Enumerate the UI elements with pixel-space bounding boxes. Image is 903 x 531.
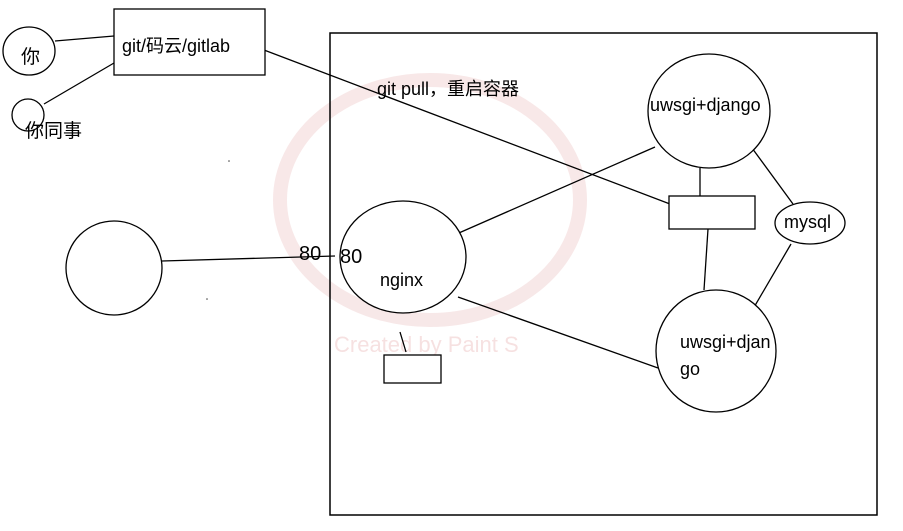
line-mysql-django-bottom [752,243,792,310]
line-box-django-bottom [703,228,709,291]
line-django-top-mysql [751,147,794,205]
container-box [668,195,756,230]
django-bottom-label-2: go [680,359,700,379]
watermark: Created by Paint S [273,73,587,357]
deploy-note: git pull，重启容器 [377,79,519,99]
repo-node [113,8,266,76]
django-top-label: uwsgi+django [650,95,761,115]
you-label: 你 [21,46,40,68]
line-repo-container [263,49,671,205]
you-node [2,26,56,76]
django-bottom-node [655,289,777,413]
nginx-container-box [383,354,442,384]
line-nginx-django-bottom [457,296,659,369]
line-client-nginx [161,255,336,262]
repo-label: git/码云/gitlab [122,36,230,56]
server-box [329,32,878,516]
line-nginx-box [399,331,407,353]
nginx-label: nginx [380,270,423,290]
line-you-repo [54,35,115,42]
watermark-text: Created by Paint S [334,332,519,357]
line-colleague-repo [43,62,115,105]
django-bottom-label-1: uwsgi+djan [680,332,771,352]
nginx-node [339,200,467,314]
colleague-node [11,98,45,132]
speck [228,160,230,162]
colleague-label: 你同事 [25,120,82,142]
line-nginx-django-top [451,146,656,237]
connections [43,35,794,369]
port-right-label: 80 [340,246,362,268]
django-top-node [647,53,771,169]
mysql-label: mysql [784,212,831,232]
port-left-label: 80 [299,243,321,265]
mysql-node [774,201,846,245]
nodes [2,8,846,413]
client-node [65,220,163,316]
speck [206,298,208,300]
